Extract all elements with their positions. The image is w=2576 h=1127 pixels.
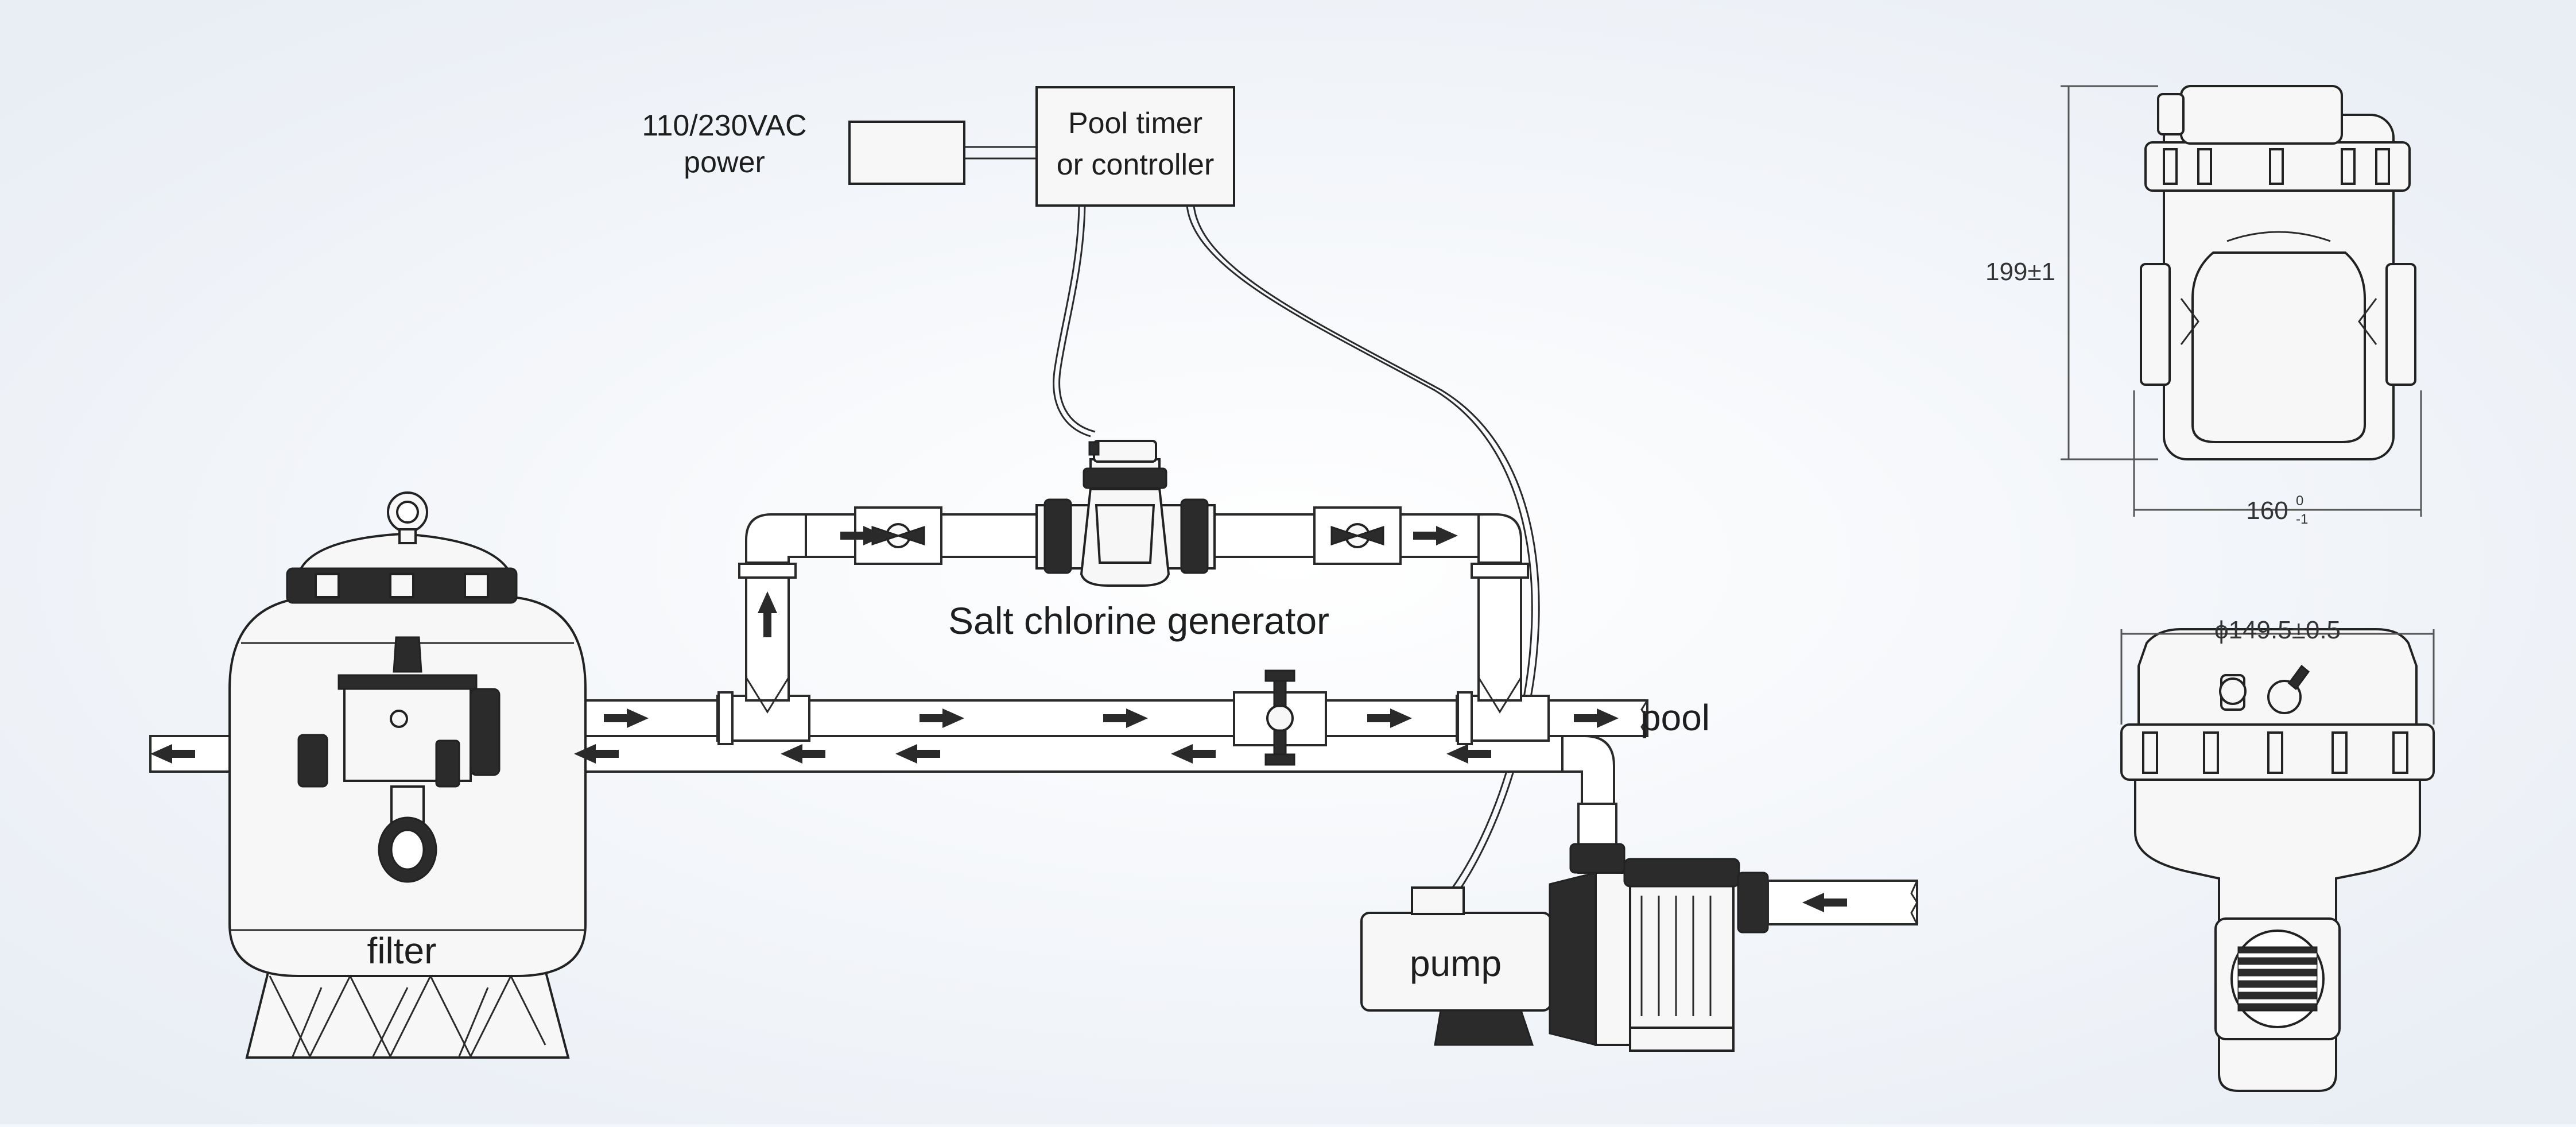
power-label: 110/230VAC power (642, 109, 806, 179)
power-label-line2: power (684, 146, 765, 179)
power-supply (848, 121, 1037, 185)
flow-arrows (150, 526, 1847, 912)
salt-chlorine-generator (1035, 440, 1216, 587)
main-line-valve (1233, 669, 1327, 766)
pool-timer-controller: Pool timer or controller (1035, 86, 1235, 207)
pump (1360, 803, 1918, 1052)
pump-cable (1186, 205, 1533, 896)
filter-label: filter (367, 930, 437, 971)
front-view-drawing (2140, 85, 2416, 460)
generator-label: Salt chlorine generator (948, 599, 1329, 642)
pump-label: pump (1410, 943, 1502, 984)
diameter-dimension: ϕ149.5±0.5 (2120, 616, 2435, 725)
sand-filter (228, 491, 587, 1059)
supply-pipe (504, 695, 1648, 742)
width-dimension-label: 160 (2246, 497, 2288, 525)
timer-label-line1: Pool timer (1068, 107, 1202, 140)
bypass-valve-right (1313, 506, 1402, 565)
width-dimension: 160 0 -1 (2133, 390, 2422, 527)
width-tolerance-upper: 0 (2296, 493, 2303, 509)
side-view-drawing (2120, 628, 2435, 1092)
diameter-dimension-label: ϕ149.5±0.5 (2214, 616, 2341, 644)
height-dimension-label: 199±1 (1985, 258, 2055, 286)
generator-cable (1053, 205, 1091, 437)
timer-label-line2: or controller (1057, 148, 1215, 181)
pool-label: pool (1640, 697, 1710, 738)
height-dimension: 199±1 (1985, 85, 2158, 460)
power-label-line1: 110/230VAC (642, 109, 806, 142)
width-tolerance-lower: -1 (2296, 512, 2308, 527)
